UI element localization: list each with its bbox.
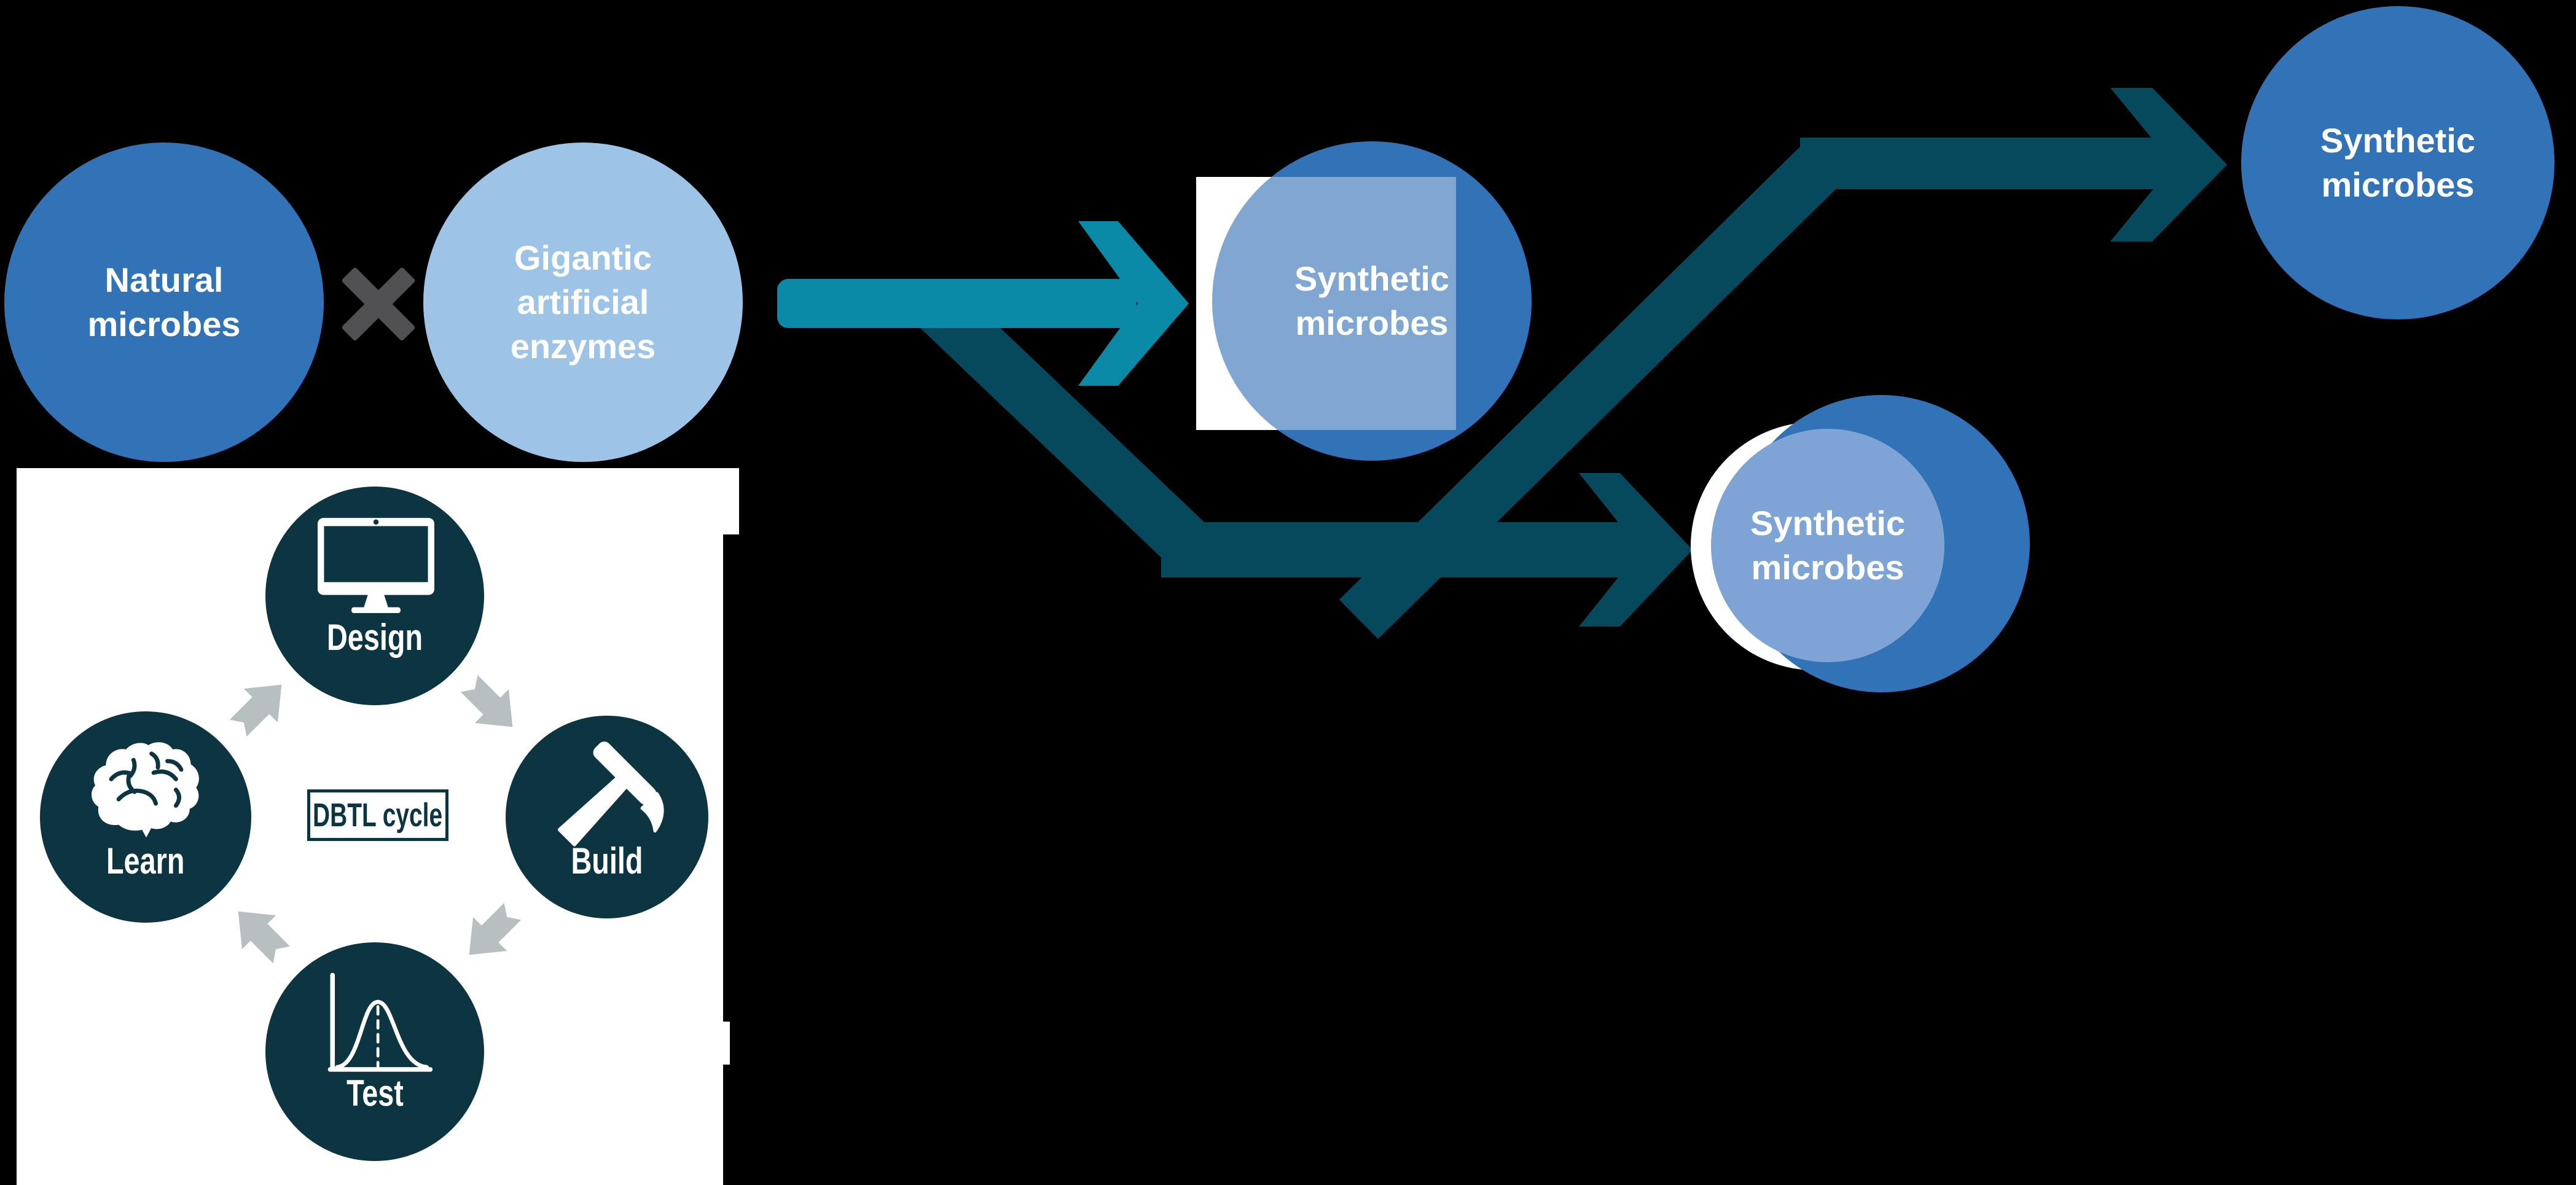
dbtl-step-test-circle (265, 942, 484, 1161)
hammer-icon (541, 736, 670, 862)
natural-microbes-circle: Natural microbes (4, 143, 324, 462)
multiply-icon (335, 261, 421, 347)
monitor-icon (318, 518, 434, 614)
natural-microbes-label: Natural microbes (87, 260, 241, 343)
synthetic-microbes-mid-label: Synthetic microbes (1750, 504, 1906, 587)
main-arrow-shaft (777, 279, 1137, 328)
artificial-enzymes-label: Gigantic artificial enzymes (510, 238, 656, 366)
dbtl-step-design-label: Design (326, 617, 423, 658)
dbtl-cycle-title: DBTL cycle (307, 789, 448, 841)
dbtl-step-learn-label: Learn (106, 840, 185, 882)
bell-curve-icon (324, 969, 435, 1079)
artificial-enzymes-circle: Gigantic artificial enzymes (423, 143, 743, 462)
dbtl-panel-notch-bottom (723, 1022, 730, 1065)
synthetic-mid-inner-circle: Synthetic microbes (1711, 429, 1944, 662)
brain-icon (88, 741, 205, 839)
synthetic-top-overlay (1196, 177, 1456, 430)
synthetic-microbes-right-circle: Synthetic microbes (2241, 6, 2554, 319)
dbtl-step-build-label: Build (571, 840, 643, 882)
synthetic-microbes-top-circle (1212, 141, 1532, 461)
synthetic-microbes-right-label: Synthetic microbes (2320, 121, 2476, 204)
branch-top-horizontal (1800, 138, 2175, 189)
dbtl-step-test-label: Test (346, 1073, 404, 1114)
synthetic-microbes-top-label: Synthetic microbes (1294, 259, 1450, 342)
dbtl-panel-notch-top (723, 468, 739, 534)
